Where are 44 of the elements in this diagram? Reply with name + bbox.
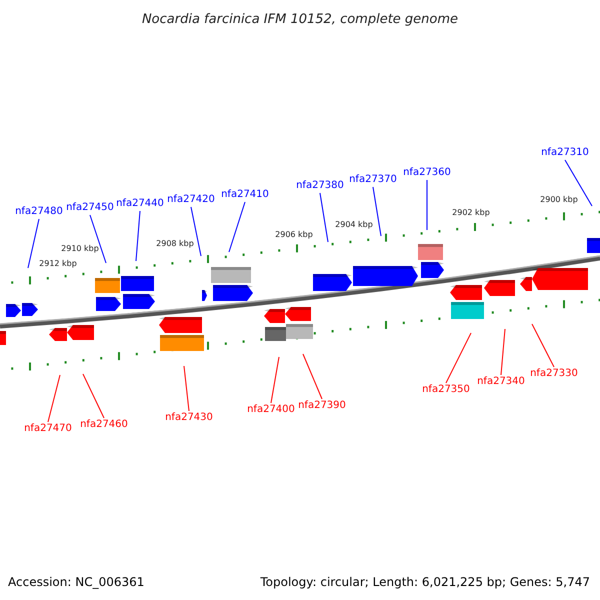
gene-label: nfa27430 — [165, 412, 213, 424]
leader-line — [564, 160, 592, 206]
gene-label: nfa27340 — [477, 376, 525, 388]
scale-label: 2910 kbp — [61, 243, 99, 255]
footer-text: Topology: circular; Length: 6,021,225 bp; Genes: 5,747 — [260, 574, 590, 591]
leader-line — [190, 206, 202, 256]
leader-line — [48, 374, 60, 422]
leader-line — [500, 328, 506, 376]
gene-label: nfa27350 — [422, 384, 470, 396]
leader-line — [320, 192, 328, 242]
title: Nocardia farcinica IFM 10152, complete genome — [140, 11, 460, 29]
gene-label: nfa27450 — [66, 202, 114, 214]
leader-line — [372, 186, 382, 236]
gene-label: nfa27420 — [167, 194, 215, 206]
leader-line — [184, 366, 190, 412]
gene-label: nfa27470 — [24, 423, 72, 435]
gene-label: nfa27390 — [298, 400, 346, 412]
footer-text: Accession: NC_006361 — [8, 574, 144, 591]
leader-line — [426, 180, 428, 230]
leader-line — [82, 374, 104, 418]
leader-line — [228, 202, 246, 252]
scale-label: 2908 kbp — [156, 238, 194, 250]
gene-label: nfa27310 — [541, 147, 589, 159]
leader-line — [28, 218, 40, 268]
scale-label: 2906 kbp — [275, 229, 313, 241]
leader-line — [302, 354, 322, 400]
scale-label: 2902 kbp — [452, 207, 490, 219]
scale-label: 2912 kbp — [39, 258, 77, 270]
gene-label: nfa27330 — [530, 368, 578, 380]
leader-line — [270, 356, 280, 404]
gene-label: nfa27410 — [221, 189, 269, 201]
leader-line — [136, 210, 140, 262]
gene-label: nfa27360 — [403, 167, 451, 179]
scale-label: 2900 kbp — [540, 194, 578, 206]
scale-label: 2904 kbp — [335, 219, 373, 231]
gene-label: nfa27380 — [296, 180, 344, 192]
leader-line — [532, 324, 554, 368]
gene-label: nfa27460 — [80, 419, 128, 431]
leader-line — [446, 332, 472, 384]
gene-label: nfa27440 — [116, 198, 164, 210]
gene-label: nfa27400 — [247, 404, 295, 416]
leader-line — [90, 214, 106, 264]
gene-label: nfa27480 — [15, 206, 63, 218]
gene-label: nfa27370 — [349, 174, 397, 186]
